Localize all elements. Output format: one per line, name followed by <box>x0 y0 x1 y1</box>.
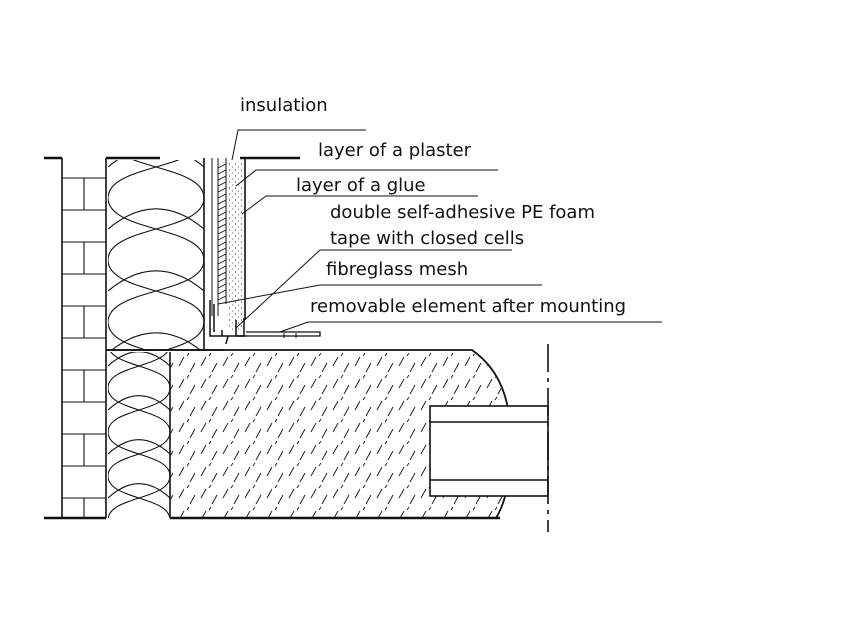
insulation-label: insulation <box>240 95 328 116</box>
glue-label: layer of a glue <box>296 175 426 196</box>
render-layers <box>211 156 300 330</box>
brick-wall <box>44 156 107 520</box>
insulation-lower <box>108 352 171 518</box>
window-frame <box>429 344 549 532</box>
fibreglass-mesh-label: fibreglass mesh <box>326 259 469 280</box>
insulation-upper <box>106 156 224 351</box>
starter-profile <box>209 300 321 345</box>
plaster-label: layer of a plaster <box>318 140 472 161</box>
foam-tape-label-line1: double self-adhesive PE foam <box>330 202 595 223</box>
foam-tape-label-line2: tape with closed cells <box>330 228 525 249</box>
removable-element-label: removable element after mounting <box>310 296 627 317</box>
leader-lines <box>217 129 662 333</box>
